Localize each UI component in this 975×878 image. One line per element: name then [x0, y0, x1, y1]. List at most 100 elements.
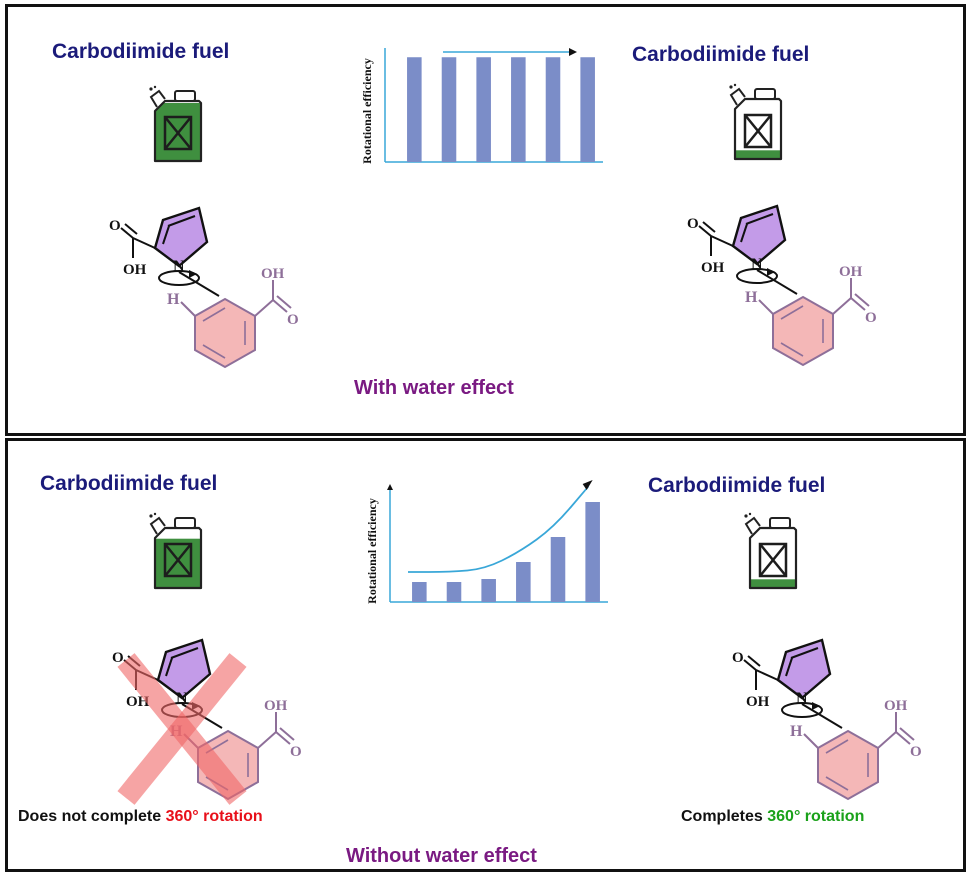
rotation-arrowhead-icon: [812, 702, 820, 710]
pyrrole-double-bond: [740, 223, 748, 243]
bond-c-o-double: [854, 293, 870, 307]
pyrrole-double-bond: [745, 213, 774, 225]
pyrrole-double-bond: [162, 225, 170, 245]
y-axis-label: Rotational efficiency: [360, 58, 374, 164]
y-axis-label: Rotational efficiency: [365, 498, 379, 604]
caption-with-water: With water effect: [354, 377, 514, 399]
bond-c-o: [275, 731, 291, 745]
status-complete-prefix: Completes: [681, 808, 768, 825]
atom-oh-label: OH: [123, 262, 147, 278]
fuel-drop: [729, 85, 733, 89]
chart-bar: [516, 562, 531, 602]
atom-o-label: O: [732, 650, 744, 666]
pyrrole-ring: [156, 638, 212, 700]
chart-bar: [511, 57, 526, 162]
atom-n-label: N: [173, 258, 185, 275]
bond-n-aryl: [756, 269, 798, 295]
chart-bar: [441, 57, 457, 162]
can-spout: [149, 89, 166, 108]
atom-h-label: H: [167, 291, 180, 308]
fuel-can-icon-low: [729, 83, 783, 161]
status-incomplete-rotation: Does not complete 360° rotation: [18, 808, 263, 826]
chart-bar: [481, 579, 496, 602]
pyrrole-ring: [153, 206, 209, 268]
can-handle: [769, 517, 791, 529]
atom-n-label: N: [751, 256, 763, 273]
can-outline: [733, 97, 783, 161]
pyrrole-double-bond: [790, 647, 819, 659]
bond-c-o: [272, 299, 288, 313]
pyrrole-ring: [776, 638, 832, 700]
atom-oh-label: OH: [884, 698, 908, 714]
chart-bar: [545, 57, 561, 162]
fuel-drop: [149, 514, 153, 518]
can-handle: [174, 517, 196, 529]
can-spout: [744, 516, 761, 535]
bottom-left-fuel-title: Carbodiimide fuel: [40, 472, 218, 495]
atom-o-label: O: [112, 650, 124, 666]
can-handle: [174, 90, 196, 102]
bond-c-o: [850, 297, 866, 311]
can-emblem-frame: [743, 113, 773, 149]
chart-bar: [580, 57, 595, 162]
benzene-ring: [817, 729, 879, 801]
can-outline: [153, 526, 203, 590]
bond-c-o-double: [279, 727, 295, 741]
chart-bar: [412, 582, 427, 602]
rotation-arrowhead-icon: [189, 270, 197, 278]
bond-c-o: [743, 659, 757, 671]
fuel-drop: [153, 512, 157, 516]
bond-c-o-double: [747, 655, 761, 667]
chart-bar: [476, 57, 491, 162]
rotation-arrow-icon: [781, 702, 823, 718]
bond-carboxyl: [710, 235, 734, 247]
atom-o-label: O: [865, 310, 877, 326]
benzene-double-bond: [825, 739, 849, 754]
can-emblem-cross: [759, 543, 787, 577]
can-emblem-cross: [744, 114, 772, 148]
status-incomplete-highlight: 360° rotation: [165, 808, 263, 825]
rotational-efficiency-chart-without-water: Rotational efficiency: [365, 480, 608, 604]
atom-o-label: O: [687, 216, 699, 232]
pyrrole-double-bond: [165, 657, 173, 677]
can-emblem-cross: [164, 116, 192, 150]
bond-carboxyl: [132, 237, 156, 249]
benzene-double-bond: [780, 342, 804, 357]
bond-h: [180, 301, 196, 317]
fuel-level-fill: [735, 150, 781, 159]
bond-carboxyl: [257, 731, 277, 749]
benzene-double-bond: [202, 307, 226, 322]
caption-without-water: Without water effect: [346, 845, 537, 867]
fuel-drop: [149, 87, 153, 91]
rotational-efficiency-chart-with-water: Rotational efficiency: [360, 48, 603, 164]
can-outline: [153, 99, 203, 163]
can-emblem-frame: [758, 542, 788, 578]
fuel-drop: [733, 83, 737, 87]
atom-o-label: O: [290, 744, 302, 760]
bond-n-aryl: [178, 271, 220, 297]
chart-bar: [585, 502, 600, 602]
atom-h-label: H: [790, 723, 803, 740]
benzene-ring: [194, 297, 256, 369]
atom-n-label: N: [176, 690, 188, 707]
fuel-level-fill: [750, 579, 796, 588]
bond-c-o-double: [276, 295, 292, 309]
fuel-drop: [744, 514, 748, 518]
fuel-can-icon-mostly-full: [149, 512, 203, 590]
fuel-can-icon-full: [149, 85, 203, 163]
atom-oh-label: OH: [261, 266, 285, 282]
pyrrole-ring: [731, 204, 787, 266]
rotation-arrowhead-icon: [767, 268, 775, 276]
bond-carboxyl: [254, 299, 274, 317]
atom-o-label: O: [910, 744, 922, 760]
chart-bar: [407, 57, 422, 162]
trend-curve: [408, 485, 590, 573]
bond-c-o-double: [124, 223, 138, 235]
bond-h: [803, 733, 819, 749]
fuel-drop: [153, 85, 157, 89]
bond-c-o: [698, 225, 712, 237]
bond-n-aryl: [801, 703, 843, 729]
bond-carboxyl: [877, 731, 897, 749]
